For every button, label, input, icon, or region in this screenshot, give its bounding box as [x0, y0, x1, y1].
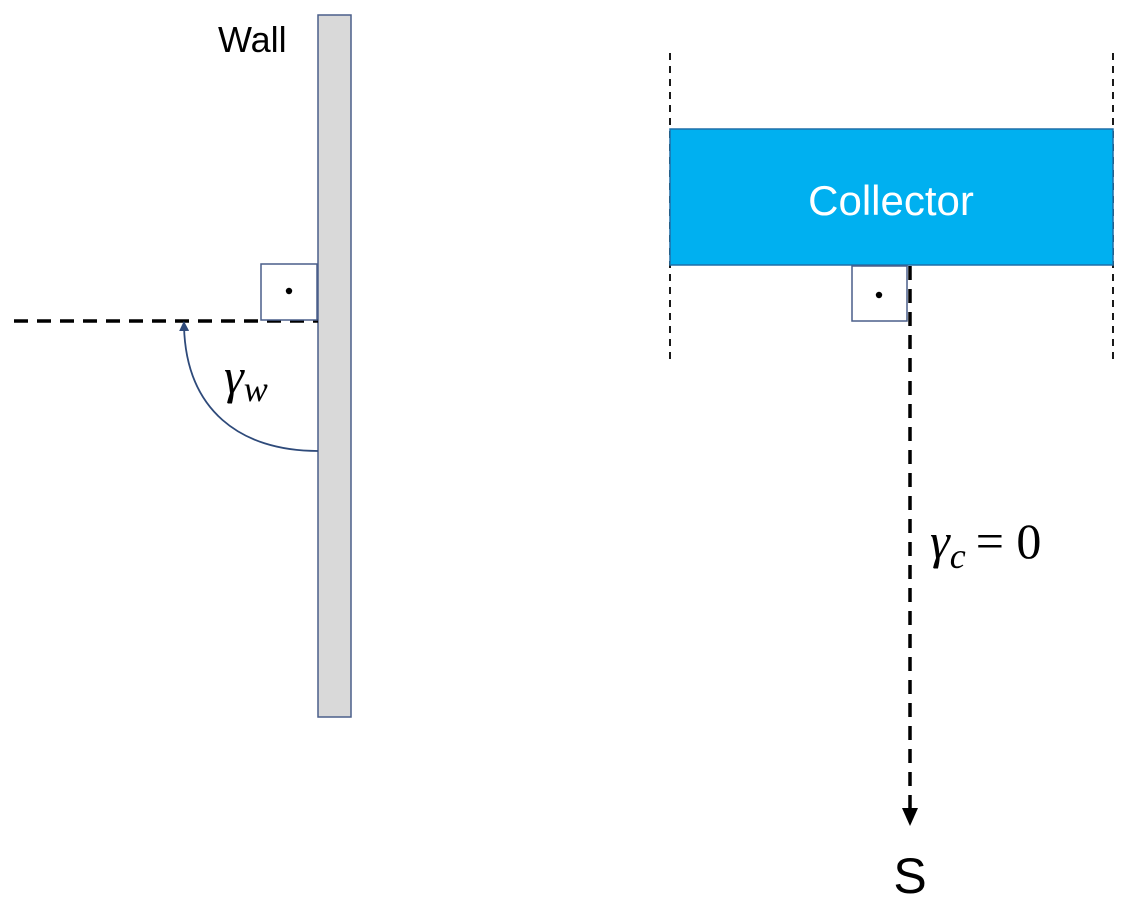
- wall-angle-arc-arrow: [179, 321, 319, 452]
- wall-label: Wall: [218, 19, 287, 60]
- collector-rect: [669, 128, 1114, 266]
- wall-rect: [317, 14, 352, 718]
- south-arrowhead: [902, 808, 918, 826]
- south-label: S: [893, 848, 926, 904]
- collector-angle-equation: γc= 0: [930, 513, 1041, 576]
- wall-angle-symbol: γw: [224, 348, 268, 409]
- collector-label: Collector: [808, 177, 974, 224]
- wall-right-angle-dot: [285, 287, 293, 295]
- collector-right-angle-dot: [875, 291, 883, 299]
